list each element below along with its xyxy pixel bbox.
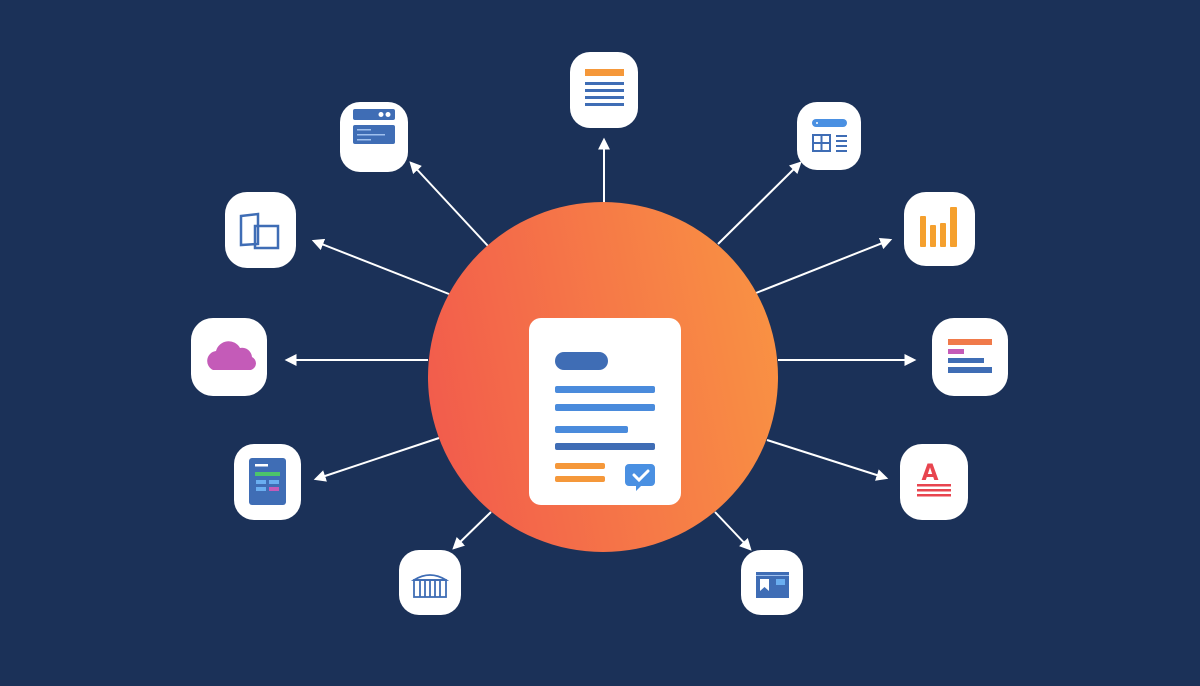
node-web-page[interactable] (741, 550, 803, 615)
arrow-to-bar-chart (755, 237, 893, 294)
node-bank[interactable] (399, 550, 461, 615)
node-cloud[interactable] (191, 318, 267, 396)
document-check-icon (529, 318, 681, 505)
cloud-icon (207, 341, 256, 370)
node-copy[interactable] (225, 192, 296, 268)
node-article[interactable] (570, 52, 638, 128)
node-bar-chart[interactable] (904, 192, 975, 266)
node-form[interactable] (234, 444, 301, 520)
bar-chart-icon (920, 207, 957, 247)
connector-arrows (284, 137, 917, 551)
text-lines-icon (948, 339, 992, 373)
arrow-to-web-page (714, 511, 752, 551)
arrow-to-copy (311, 238, 450, 295)
web-bookmark-page-icon (756, 572, 789, 598)
node-text-format[interactable]: A (900, 444, 968, 520)
article-lines-icon (585, 69, 624, 106)
spreadsheet-icon (812, 119, 847, 152)
node-text-lines[interactable] (932, 318, 1008, 396)
text-format-letter: A (921, 461, 938, 486)
form-table-icon (249, 458, 286, 505)
arrow-to-browser (409, 161, 489, 247)
bank-building-icon (410, 574, 450, 598)
arrow-to-form (313, 437, 440, 482)
arrow-to-bank (452, 511, 492, 550)
browser-window-icon (353, 109, 395, 144)
text-format-icon: A (917, 461, 951, 497)
node-browser[interactable] (340, 102, 408, 172)
arrow-to-text-format (766, 439, 889, 481)
arrow-to-spreadsheet (717, 161, 802, 245)
node-spreadsheet[interactable] (797, 102, 861, 170)
copy-documents-icon (239, 212, 280, 250)
